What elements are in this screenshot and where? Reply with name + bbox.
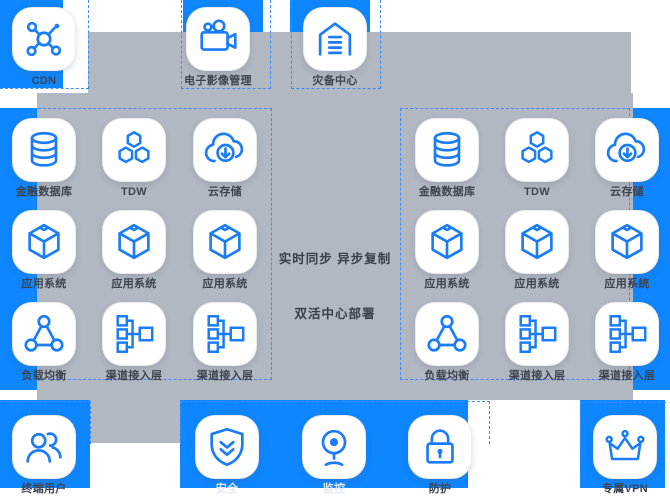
webcam-tile	[303, 416, 365, 478]
cloud-download-tile	[194, 119, 256, 181]
cube-tile	[13, 211, 75, 273]
cube-icon	[514, 219, 560, 265]
cloud-download-icon	[604, 127, 650, 173]
tile-label: 安全	[215, 483, 239, 495]
network-icon	[21, 16, 67, 62]
tile-label: 防护	[428, 483, 452, 495]
cloud-download-tile	[596, 119, 658, 181]
tile-label: 渠道接入层	[196, 370, 254, 382]
cube-icon	[202, 219, 248, 265]
warehouse-tile	[304, 8, 366, 70]
tile-label: 金融数据库	[418, 186, 476, 198]
tile-label: 应用系统	[202, 278, 248, 290]
sync-caption: 实时同步 异步复制	[278, 252, 392, 266]
tile-label: TDW	[524, 186, 550, 198]
load-balancer-tile	[13, 303, 75, 365]
shield-icon	[204, 424, 250, 470]
tile-label: 终端用户	[21, 483, 67, 495]
tile-label: 监控	[322, 483, 346, 495]
database-icon	[21, 127, 67, 173]
network-tile	[13, 8, 75, 70]
cube-tile	[194, 211, 256, 273]
channel-tree-tile	[506, 303, 568, 365]
channel-tree-icon	[514, 311, 560, 357]
warehouse-icon	[312, 16, 358, 62]
hexagons-tile	[506, 119, 568, 181]
hexagons-tile	[103, 119, 165, 181]
tile-label: 应用系统	[21, 278, 67, 290]
tile-label: 应用系统	[514, 278, 560, 290]
load-balancer-icon	[424, 311, 470, 357]
database-tile	[416, 119, 478, 181]
cube-icon	[604, 219, 650, 265]
hexagons-icon	[514, 127, 560, 173]
database-icon	[424, 127, 470, 173]
hexagons-icon	[111, 127, 157, 173]
channel-tree-tile	[596, 303, 658, 365]
tile-label: 应用系统	[424, 278, 470, 290]
users-tile	[13, 416, 75, 478]
tile-label: TDW	[121, 186, 147, 198]
crown-tile	[594, 416, 656, 478]
tile-label: 灾备中心	[312, 75, 358, 87]
channel-tree-tile	[103, 303, 165, 365]
tile-label: 电子影像管理	[184, 75, 252, 87]
tile-label: 专属VPN	[601, 483, 649, 495]
tile-label: 渠道接入层	[105, 370, 163, 382]
cube-tile	[596, 211, 658, 273]
lock-tile	[409, 416, 471, 478]
users-icon	[21, 424, 67, 470]
cube-icon	[424, 219, 470, 265]
white-gap-bottom	[468, 400, 580, 490]
shield-tile	[196, 416, 258, 478]
cloud-download-icon	[202, 127, 248, 173]
cube-icon	[111, 219, 157, 265]
channel-tree-icon	[111, 311, 157, 357]
cube-tile	[103, 211, 165, 273]
tile-label: 渠道接入层	[598, 370, 656, 382]
channel-tree-icon	[604, 311, 650, 357]
tile-label: 云存储	[208, 186, 242, 198]
lock-icon	[417, 424, 463, 470]
tile-label: 金融数据库	[15, 186, 73, 198]
cube-tile	[506, 211, 568, 273]
tile-label: 负载均衡	[21, 370, 67, 382]
load-balancer-icon	[21, 311, 67, 357]
tile-label: 云存储	[610, 186, 644, 198]
video-camera-tile	[187, 8, 249, 70]
tile-label: 应用系统	[111, 278, 157, 290]
webcam-icon	[311, 424, 357, 470]
channel-tree-tile	[194, 303, 256, 365]
cube-icon	[21, 219, 67, 265]
tile-label: 负载均衡	[424, 370, 470, 382]
channel-tree-icon	[202, 311, 248, 357]
cube-tile	[416, 211, 478, 273]
load-balancer-tile	[416, 303, 478, 365]
tile-label: 应用系统	[604, 278, 650, 290]
video-camera-icon	[195, 16, 241, 62]
tile-label: 渠道接入层	[508, 370, 566, 382]
tile-label: CDN	[31, 75, 57, 87]
deploy-caption: 双活中心部署	[294, 307, 376, 321]
database-tile	[13, 119, 75, 181]
crown-icon	[602, 424, 648, 470]
